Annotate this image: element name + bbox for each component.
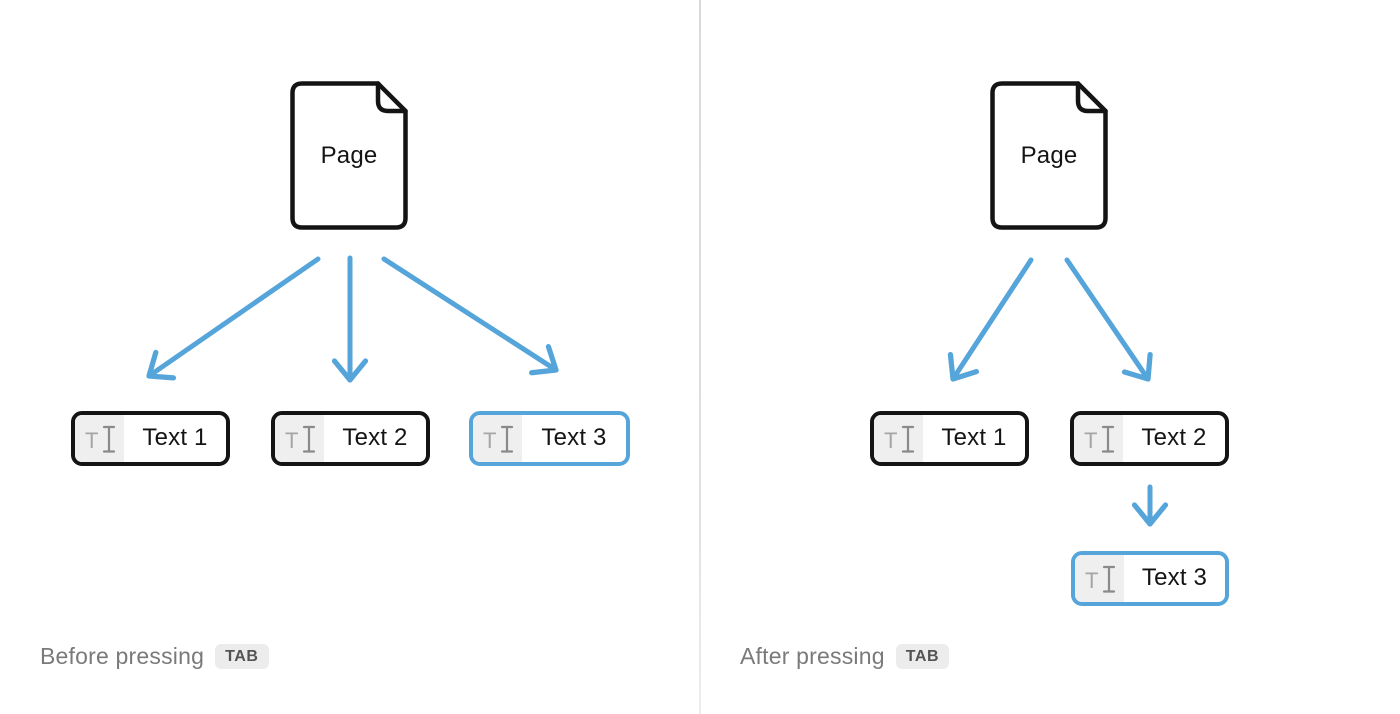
text-block-1-after: T Text 1 xyxy=(870,411,1029,466)
svg-text:T: T xyxy=(1085,568,1098,593)
arrow-page-to-text3-before xyxy=(381,256,559,376)
text-cursor-icon: T xyxy=(473,415,522,462)
text-block-2-before: T Text 2 xyxy=(271,411,430,466)
panel-divider xyxy=(699,0,701,714)
caption-text: After pressing xyxy=(740,642,885,669)
arrow-page-to-text1-after xyxy=(947,257,1034,382)
text-block-2-after: T Text 2 xyxy=(1070,411,1229,466)
tab-key-badge: TAB xyxy=(895,643,950,669)
arrow-page-to-text1-before xyxy=(146,256,321,381)
svg-text:T: T xyxy=(85,428,98,453)
text-cursor-icon: T xyxy=(275,415,324,462)
text-cursor-icon: T xyxy=(1075,555,1124,602)
page-label: Page xyxy=(1020,141,1078,169)
tab-key-badge: TAB xyxy=(215,643,269,669)
text-block-label: Text 3 xyxy=(541,424,607,451)
page-icon: Page xyxy=(290,81,408,230)
text-block-label: Text 1 xyxy=(941,424,1007,451)
page-label: Page xyxy=(320,141,378,169)
text-block-label: Text 3 xyxy=(1141,564,1208,591)
text-block-label: Text 2 xyxy=(1141,424,1207,451)
text-block-label: Text 2 xyxy=(342,424,408,451)
text-block-label: Text 1 xyxy=(142,424,208,451)
svg-text:T: T xyxy=(285,428,298,453)
svg-text:T: T xyxy=(884,428,897,453)
document-page-icon xyxy=(290,81,408,230)
svg-text:T: T xyxy=(483,428,496,453)
page-icon: Page xyxy=(990,81,1108,230)
document-page-icon xyxy=(990,81,1108,230)
caption-before: Before pressing TAB xyxy=(40,641,269,671)
text-block-3-before-selected: T Text 3 xyxy=(469,411,630,466)
text-block-3-after-selected: T Text 3 xyxy=(1071,551,1229,606)
caption-after: After pressing TAB xyxy=(740,641,950,671)
text-cursor-icon: T xyxy=(75,415,124,462)
text-block-1-before: T Text 1 xyxy=(71,411,230,466)
svg-text:T: T xyxy=(1084,428,1097,453)
text-cursor-icon: T xyxy=(874,415,923,462)
arrow-page-to-text2-after xyxy=(1064,257,1153,382)
caption-text: Before pressing xyxy=(40,642,205,669)
text-cursor-icon: T xyxy=(1074,415,1123,462)
